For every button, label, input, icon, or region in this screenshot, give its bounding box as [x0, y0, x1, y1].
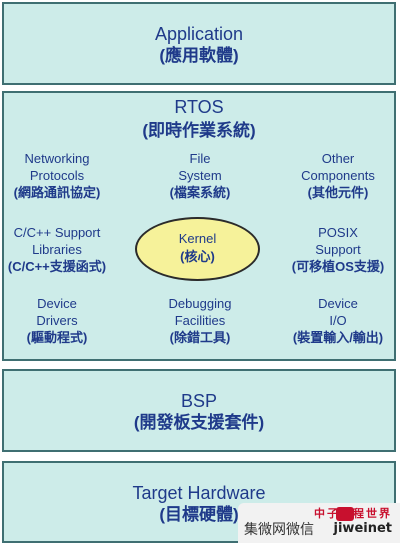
component-device-drivers: Device Drivers (驅動程式) [0, 295, 117, 346]
kernel-title: Kernel [178, 231, 217, 246]
component-posix-support: POSIX Support (可移植OS支援) [278, 224, 398, 275]
component-networking-protocols: Networking Protocols (網路通訊協定) [0, 150, 117, 201]
component-other-components: Other Components (其他元件) [278, 150, 398, 201]
component-line: Device [37, 296, 77, 311]
watermark-domain-text: jiweinet [333, 521, 392, 536]
component-line: POSIX [318, 225, 358, 240]
component-line: Protocols [29, 168, 85, 183]
component-line: I/O [329, 313, 347, 328]
bsp-title: BSP [180, 391, 218, 411]
hardware-layer: Target Hardware (目標硬體) [2, 461, 396, 543]
component-cn: (C/C++支援函式) [7, 259, 107, 274]
watermark-top-text: 中子工程世界 [314, 507, 392, 520]
hardware-subtitle: (目標硬體) [159, 505, 239, 524]
component-cn: (網路通訊協定) [13, 185, 101, 200]
component-line: Drivers [36, 313, 78, 328]
component-cpp-support: C/C++ Support Libraries (C/C++支援函式) [0, 224, 117, 275]
application-subtitle: (應用軟體) [159, 46, 239, 65]
bsp-layer: BSP (開發板支援套件) [2, 369, 396, 452]
component-cn: (驅動程式) [26, 330, 88, 345]
kernel-ellipse: Kernel (核心) [135, 217, 260, 281]
component-line: Device [318, 296, 358, 311]
watermark-logo-icon [336, 507, 354, 521]
component-line: Libraries [32, 242, 82, 257]
component-debugging-facilities: Debugging Facilities (除錯工具) [140, 295, 260, 346]
watermark: 中子工程世界 集微网微信 jiweinet [238, 503, 400, 543]
component-line: Facilities [174, 313, 226, 328]
component-line: Debugging [168, 296, 232, 311]
rtos-title: RTOS [174, 97, 224, 117]
component-cn: (裝置輸入/輸出) [292, 330, 384, 345]
component-file-system: File System (檔案系統) [140, 150, 260, 201]
kernel-subtitle: (核心) [180, 249, 215, 264]
component-cn: (檔案系統) [169, 185, 231, 200]
component-line: File [189, 151, 211, 166]
bsp-subtitle: (開發板支援套件) [133, 413, 265, 432]
component-cn: (其他元件) [307, 185, 369, 200]
component-cn: (除錯工具) [169, 330, 231, 345]
rtos-subtitle: (即時作業系統) [142, 121, 256, 140]
application-title: Application [154, 24, 244, 44]
hardware-title: Target Hardware [132, 483, 266, 503]
watermark-main-text: 集微网微信 [244, 522, 314, 538]
component-line: Components [301, 168, 375, 183]
component-device-io: Device I/O (裝置輸入/輸出) [278, 295, 398, 346]
component-line: Support [315, 242, 361, 257]
component-line: C/C++ Support [13, 225, 101, 240]
component-line: System [178, 168, 222, 183]
component-line: Networking [24, 151, 90, 166]
component-line: Other [321, 151, 355, 166]
component-cn: (可移植OS支援) [291, 259, 385, 274]
application-layer: Application (應用軟體) [2, 2, 396, 85]
